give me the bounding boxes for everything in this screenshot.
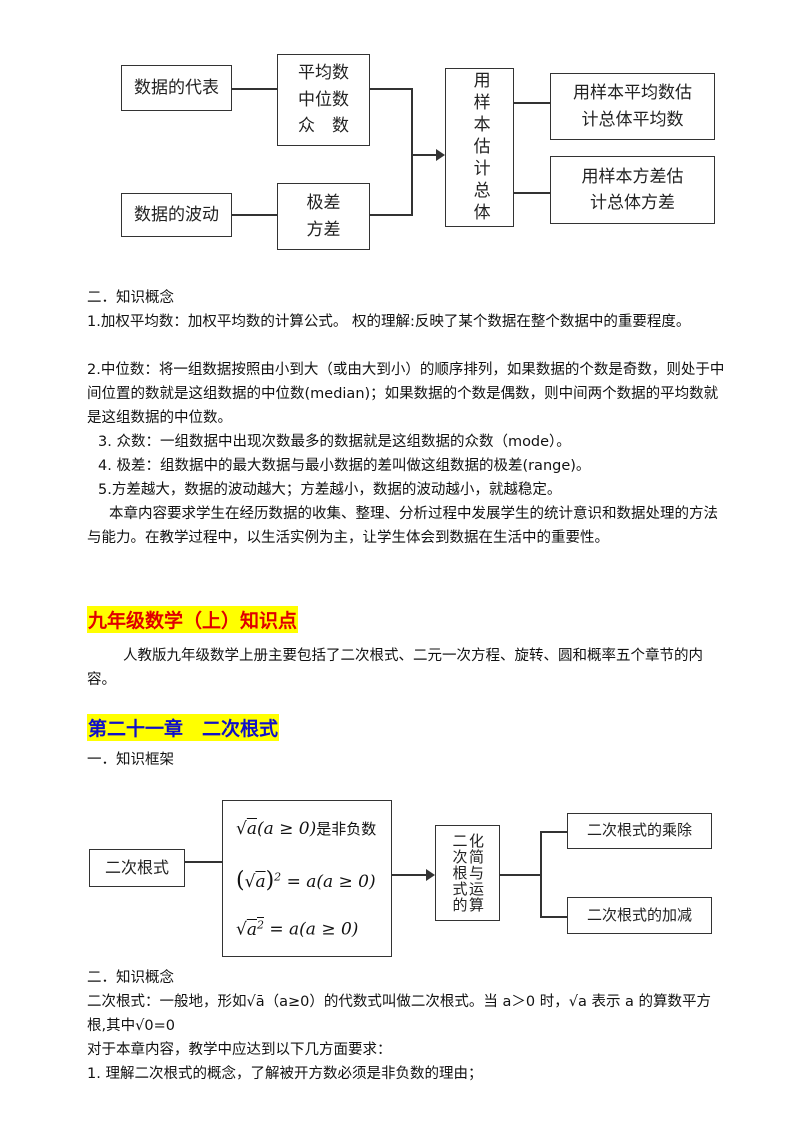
box-label: 用样本平均数估: [573, 83, 692, 104]
box-simplify-operate: 二次根式的 化简与运算: [435, 825, 500, 921]
paragraph-mode: 3. 众数：一组数据中出现次数最多的数据就是这组数据的众数（mode）。: [98, 434, 571, 450]
connector: [500, 874, 540, 876]
concept-heading: 二．知识概念: [87, 970, 174, 986]
box-data-fluctuation: 数据的波动: [121, 193, 232, 237]
connector: [392, 874, 426, 876]
formula-suffix: 是非负数: [316, 820, 377, 838]
connector: [540, 831, 542, 918]
chapter21-title: 第二十一章 二次根式: [87, 714, 280, 741]
box-label: 平均数: [298, 63, 349, 84]
requirement-1: 1. 理解二次根式的概念，了解被开方数必须是非负数的理由；: [87, 1066, 483, 1082]
box-label: 中位数: [298, 89, 349, 110]
arrow-head: [426, 869, 435, 881]
box-label: 数据的代表: [134, 77, 219, 98]
section-heading: 二．知识概念: [87, 290, 174, 306]
box-radical-properties: [222, 800, 392, 957]
formula-root-of-square: √a2 = a(a ≥ 0): [236, 918, 359, 940]
formula-nonnegative: √a(a ≥ 0)是非负数: [236, 819, 377, 839]
requirements-intro: 对于本章内容，教学中应达到以下几方面要求：: [87, 1042, 392, 1058]
box-multiply-divide: 二次根式的乘除: [567, 813, 712, 849]
box-averages: 平均数 中位数 众 数: [277, 54, 370, 146]
box-label: 二次根式: [104, 857, 169, 877]
box-label: 计总体平均数: [581, 109, 684, 130]
connector: [231, 88, 278, 90]
box-label: 极差: [306, 193, 341, 214]
box-quadratic-radical: 二次根式: [89, 849, 185, 887]
arrow-head: [436, 149, 445, 161]
paragraph-weighted-mean: 1.加权平均数：加权平均数的计算公式。 权的理解:反映了某个数据在整个数据中的重…: [87, 314, 691, 330]
framework-heading: 一．知识框架: [87, 752, 174, 768]
grade9-title: 九年级数学（上）知识点: [87, 606, 299, 633]
connector: [185, 861, 223, 863]
box-data-representative: 数据的代表: [121, 65, 232, 111]
connector: [411, 154, 437, 156]
connector: [513, 102, 550, 104]
connector: [369, 214, 412, 216]
box-label: 计总体方差: [590, 193, 675, 213]
box-label: 数据的波动: [134, 204, 219, 225]
connector: [540, 831, 568, 833]
paragraph-variance: 5.方差越大，数据的波动越大；方差越小，数据的波动越小，就越稳定。: [98, 482, 562, 498]
box-estimate-mean: 用样本平均数估 计总体平均数: [550, 73, 715, 140]
box-label: 二次根式的加减: [586, 905, 692, 924]
box-label: 二次根式的乘除: [586, 821, 692, 840]
paragraph-chapter-summary: 本章内容要求学生在经历数据的收集、整理、分析过程中发展学生的统计意识和数据处理的…: [87, 506, 718, 546]
box-label: 方差: [306, 219, 341, 240]
connector: [231, 214, 278, 216]
definition-radical: 二次根式：一般地，形如√ā（a≥0）的代数式叫做二次根式。当 a＞0 时，√a …: [87, 994, 712, 1034]
formula-square-of-root: (√a)2 = a(a ≥ 0): [236, 868, 376, 893]
grade9-intro: 人教版九年级数学上册主要包括了二次根式、二元一次方程、旋转、圆和概率五个章节的内…: [87, 648, 703, 688]
box-sample-estimate: 用样本估计总体: [445, 68, 514, 227]
box-label: 众 数: [298, 116, 349, 137]
box-label: 用样本方差估: [581, 166, 684, 187]
connector: [411, 88, 413, 216]
box-range-variance: 极差 方差: [277, 183, 370, 250]
paragraph-median: 2.中位数：将一组数据按照由小到大（或由大到小）的顺序排列，如果数据的个数是奇数…: [87, 362, 725, 426]
paragraph-range: 4. 极差：组数据中的最大数据与最小数据的差叫做这组数据的极差(range)。: [98, 458, 591, 474]
connector: [513, 192, 550, 194]
box-add-subtract: 二次根式的加减: [567, 897, 712, 934]
box-estimate-variance: 用样本方差估 计总体方差: [550, 156, 715, 224]
box-label: 化简与运算: [467, 833, 485, 913]
box-label: 二次根式的: [450, 833, 469, 913]
connector: [369, 88, 412, 90]
box-label: 用样本估计总体: [469, 70, 490, 225]
connector: [540, 916, 568, 918]
